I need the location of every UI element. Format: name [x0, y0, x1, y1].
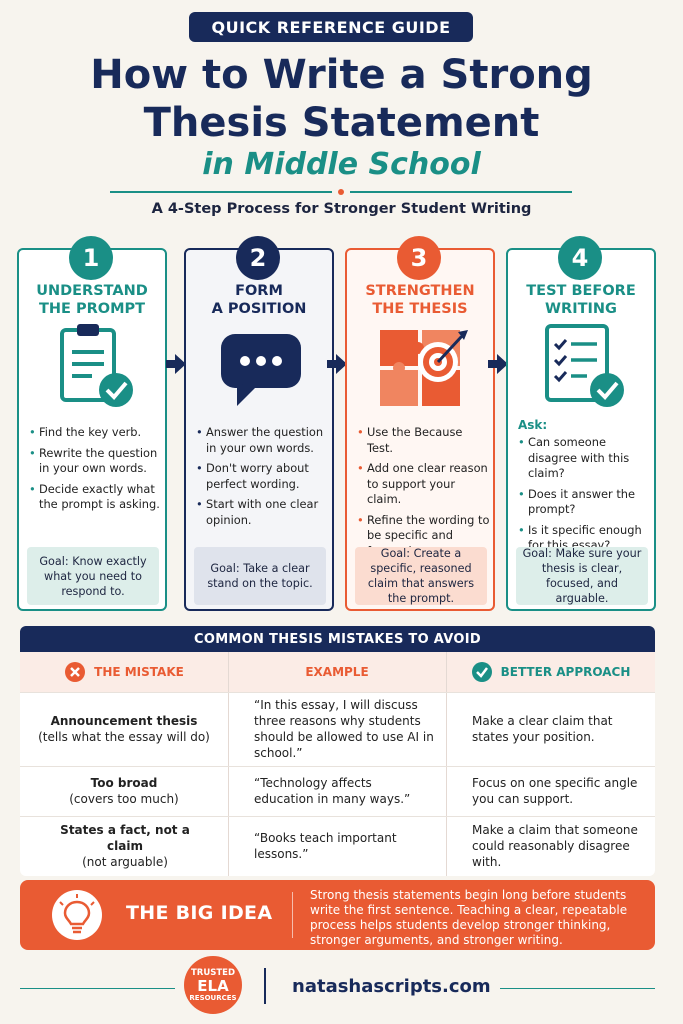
column-divider [228, 652, 229, 876]
title-rule-left [110, 191, 332, 193]
step-bullets: Use the Because Test. Add one clear reas… [357, 425, 491, 564]
title-line-1: How to Write a Strong [90, 52, 593, 98]
column-header-better: BETTER APPROACH [446, 652, 655, 692]
table-row-example: “Books teach important lessons.” [254, 831, 397, 861]
arrow-right-icon [327, 354, 347, 374]
clipboard-check-icon [60, 324, 133, 407]
lightbulb-icon [52, 890, 102, 940]
footer-divider [264, 968, 266, 1004]
big-idea-divider [292, 892, 293, 938]
step-bullets: Can someone disagree with this claim? Do… [518, 435, 652, 559]
footer-rule-left [20, 988, 175, 989]
table-row-better: Make a claim that someone could reasonab… [472, 823, 638, 869]
step-bullets: Answer the question in your own words. D… [196, 425, 330, 533]
step-number: 3 [397, 236, 441, 280]
website-link[interactable]: natashascripts.com [292, 976, 491, 997]
row-divider [20, 766, 655, 767]
puzzle-target-icon [380, 330, 468, 406]
big-idea-title: THE BIG IDEA [126, 902, 273, 924]
speech-bubble-icon [221, 334, 301, 406]
mistakes-heading: COMMON THESIS MISTAKES TO AVOID [20, 626, 655, 652]
guide-label: QUICK REFERENCE GUIDE [189, 12, 473, 42]
step-number: 2 [236, 236, 280, 280]
subtitle: A 4-Step Process for Stronger Student Wr… [151, 201, 532, 217]
row-divider [20, 816, 655, 817]
table-row-mistake: Too broad (covers too much) [69, 776, 179, 806]
big-idea-text: Strong thesis statements begin long befo… [310, 888, 628, 947]
arrow-right-icon [166, 354, 186, 374]
table-row-mistake: Announcement thesis (tells what the essa… [38, 714, 210, 744]
title-rule-dot [338, 189, 344, 195]
checklist-icon [545, 324, 624, 407]
row-divider [20, 692, 655, 693]
table-row-example: “Technology affects education in many wa… [254, 776, 411, 806]
step-number: 4 [558, 236, 602, 280]
big-idea-banner: THE BIG IDEA Strong thesis statements be… [20, 880, 655, 950]
check-circle-icon [471, 662, 492, 682]
step-goal: Goal: Make sure your thesis is clear, fo… [516, 547, 648, 605]
table-row-example: “In this essay, I will discuss three rea… [254, 698, 434, 760]
table-row-mistake: States a fact, not a claim (not arguable… [60, 823, 190, 869]
table-row-better: Focus on one specific angle you can supp… [472, 776, 638, 806]
step-bullets: Find the key verb. Rewrite the question … [29, 425, 163, 518]
mistakes-table: COMMON THESIS MISTAKES TO AVOID THE MIST… [20, 626, 655, 876]
trusted-resources-badge: TRUSTED ELA RESOURCES [184, 956, 242, 1014]
column-divider [446, 652, 447, 876]
arrow-right-icon [488, 354, 508, 374]
footer-rule-right [500, 988, 655, 989]
title-line-2: Thesis Statement [143, 100, 540, 146]
column-header-mistake: THE MISTAKE [20, 652, 228, 692]
step-goal: Goal: Know exactly what you need to resp… [27, 547, 159, 605]
step-goal: Goal: Take a clear stand on the topic. [194, 547, 326, 605]
table-row-better: Make a clear claim that states your posi… [472, 714, 613, 744]
step-goal: Goal: Create a specific, reasoned claim … [355, 547, 487, 605]
title-line-3: in Middle School [202, 147, 481, 182]
step-number: 1 [69, 236, 113, 280]
x-circle-icon [65, 662, 86, 682]
column-header-example: EXAMPLE [228, 652, 446, 692]
ask-label: Ask: [518, 418, 548, 432]
title-rule-right [350, 191, 572, 193]
